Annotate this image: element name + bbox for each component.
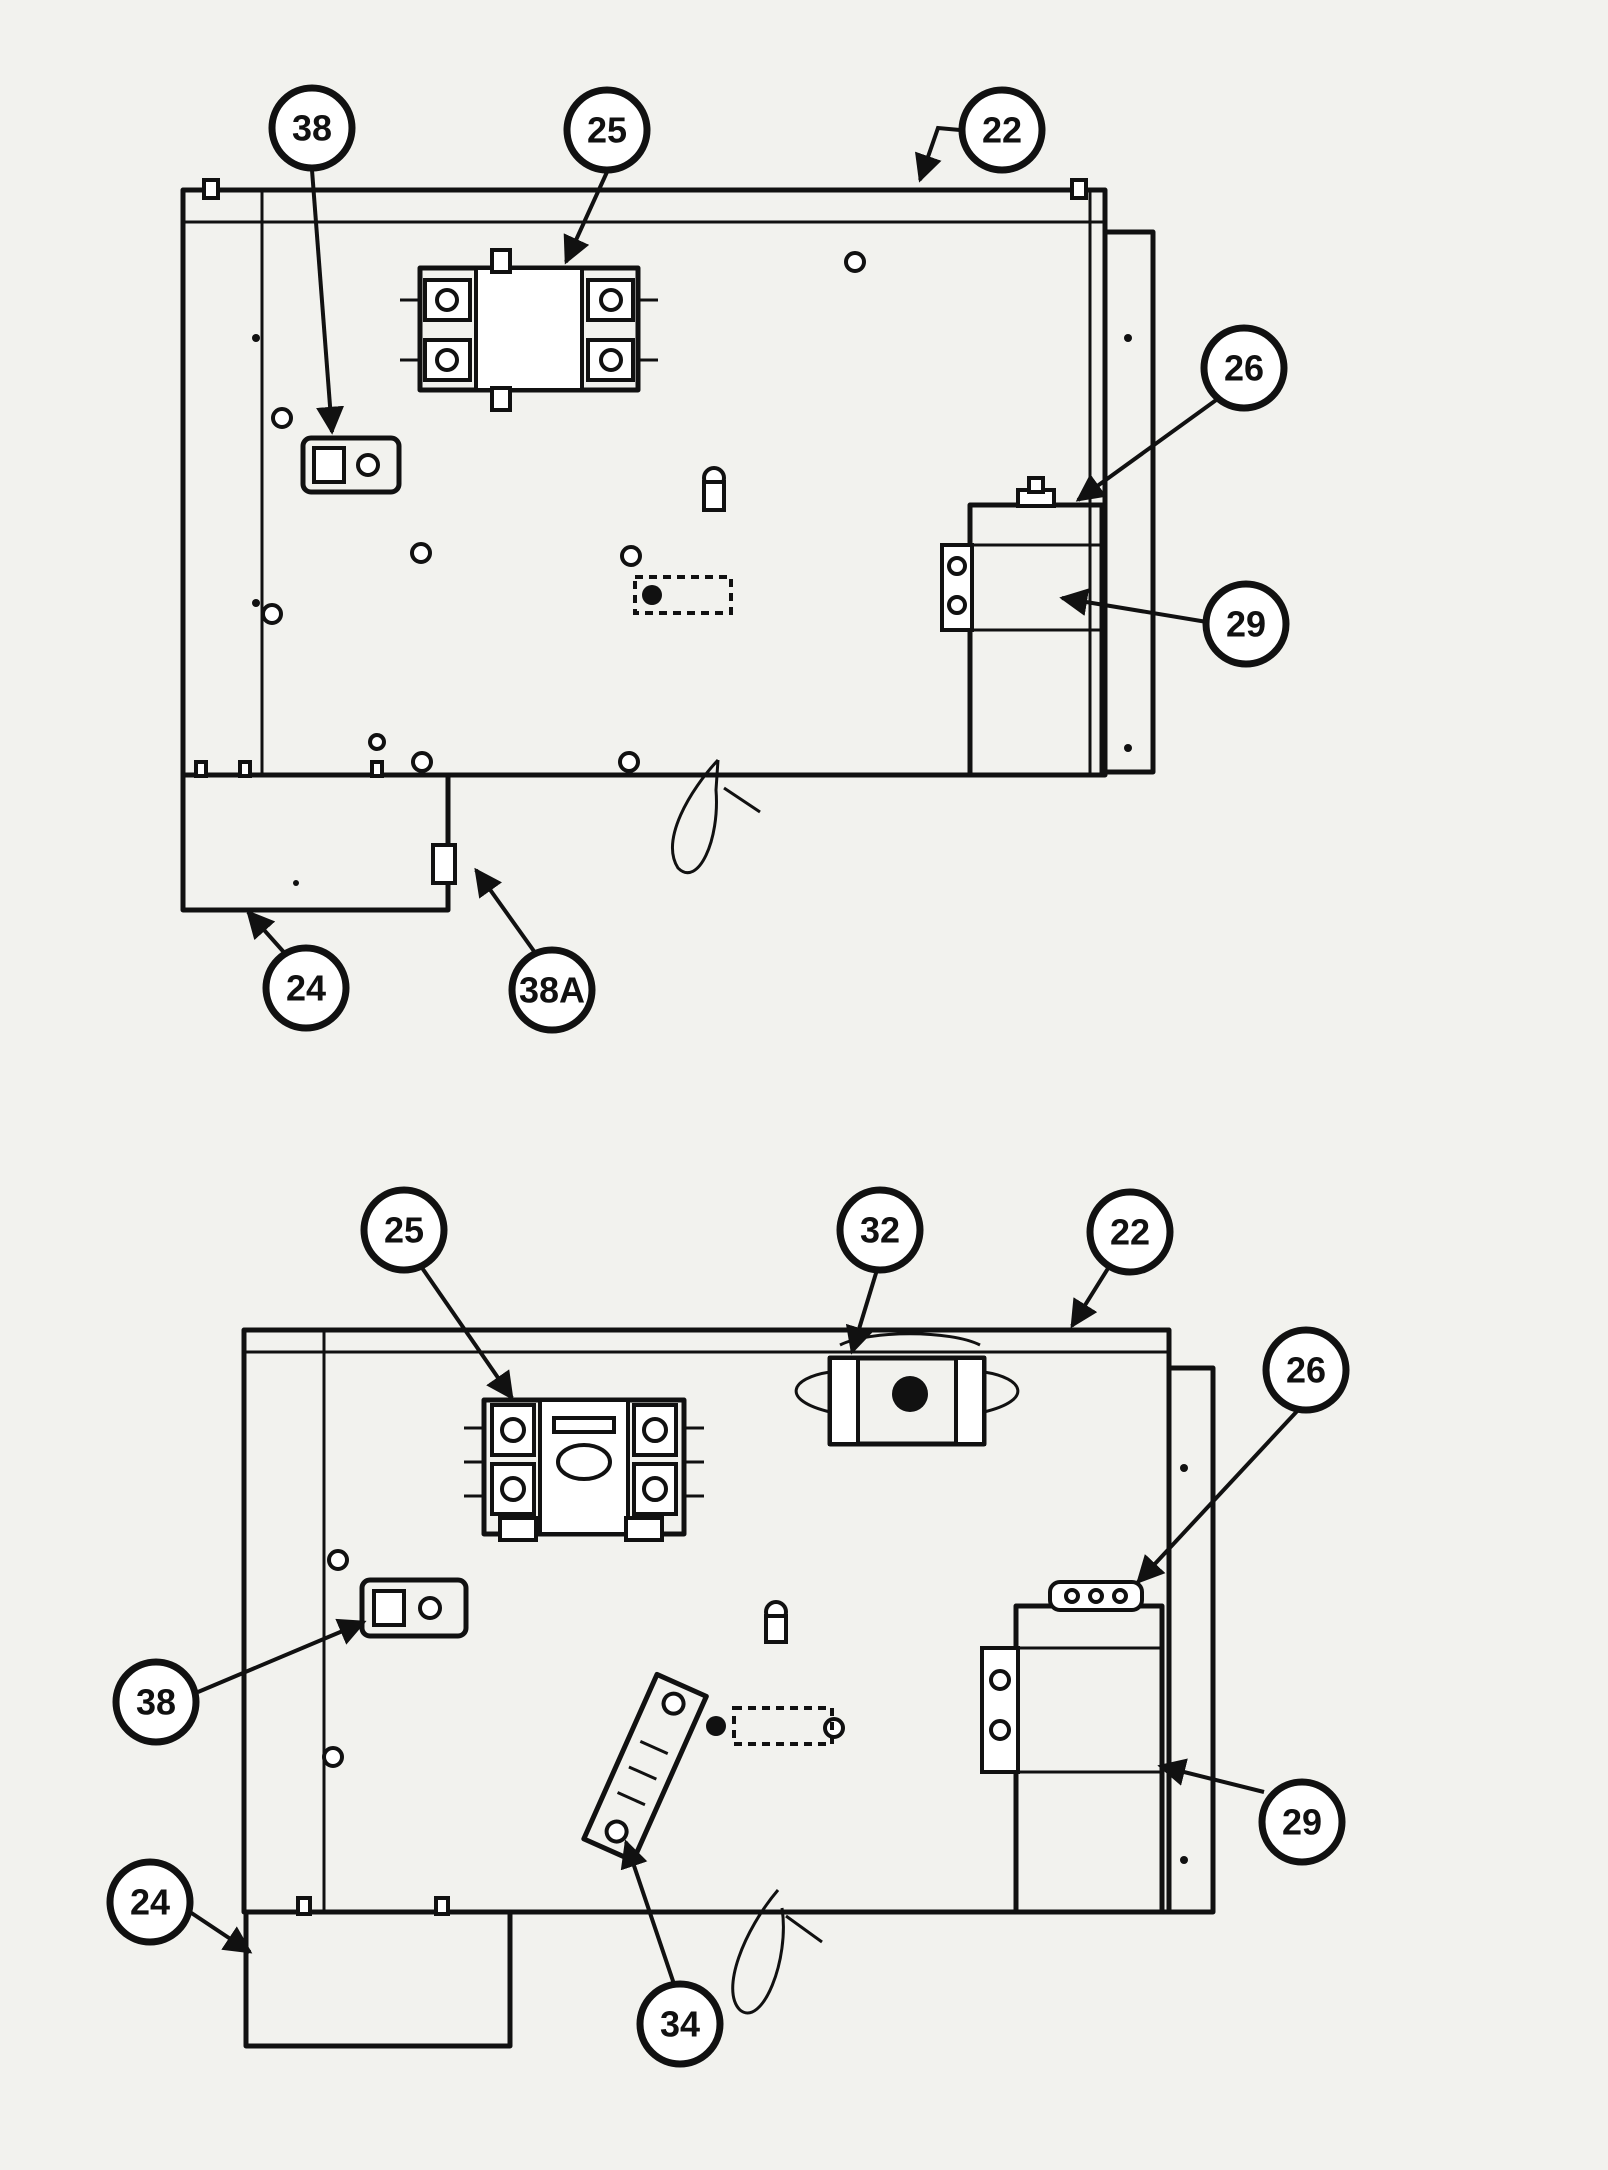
svg-text:29: 29 — [1282, 1802, 1322, 1843]
top-dashed-component — [633, 575, 733, 615]
callout-32: 32 — [836, 1186, 924, 1274]
svg-text:26: 26 — [1224, 348, 1264, 389]
svg-text:25: 25 — [587, 110, 627, 151]
svg-text:26: 26 — [1286, 1350, 1326, 1391]
top-transformer-26 — [940, 476, 1105, 778]
top-panel-22 — [180, 178, 1156, 778]
callout-29: 29 — [1202, 580, 1290, 668]
callout-24: 24 — [262, 944, 350, 1032]
callout-38: 38 — [268, 84, 356, 172]
top-view: 38 25 22 26 29 24 38A — [180, 84, 1290, 1034]
svg-text:38: 38 — [136, 1682, 176, 1723]
bottom-relay-32 — [794, 1332, 1020, 1447]
bottom-contactor-25 — [464, 1397, 704, 1542]
svg-text:24: 24 — [286, 968, 326, 1009]
top-box-24 — [180, 760, 457, 913]
callout-25: 25 — [360, 1186, 448, 1274]
bottom-wire-loop — [731, 1889, 785, 2015]
svg-text:24: 24 — [130, 1882, 170, 1923]
svg-text:22: 22 — [1110, 1212, 1150, 1253]
svg-text:38A: 38A — [519, 970, 585, 1011]
callout-26: 26 — [1262, 1326, 1350, 1414]
callout-22: 22 — [958, 86, 1046, 174]
callout-22: 22 — [1086, 1188, 1174, 1276]
bottom-terminal-strip-34 — [581, 1671, 709, 1864]
callout-29: 29 — [1258, 1778, 1346, 1866]
bottom-transformer-26 — [980, 1580, 1165, 1915]
bottom-connector-38 — [359, 1577, 469, 1639]
top-contactor-25 — [400, 248, 658, 412]
svg-text:38: 38 — [292, 108, 332, 149]
bottom-panel-22 — [241, 1327, 1216, 1915]
svg-text:22: 22 — [982, 110, 1022, 151]
callout-34: 34 — [636, 1980, 724, 2068]
callout-26: 26 — [1200, 324, 1288, 412]
svg-text:29: 29 — [1226, 604, 1266, 645]
top-wire-loop — [671, 758, 720, 875]
callout-25: 25 — [563, 86, 651, 174]
bottom-box-24 — [243, 1896, 513, 2049]
top-connector-38 — [300, 435, 402, 495]
callout-38a: 38A — [508, 946, 596, 1034]
svg-text:25: 25 — [384, 1210, 424, 1251]
bottom-dashed-component — [706, 1706, 834, 1746]
svg-text:32: 32 — [860, 1210, 900, 1251]
callout-24: 24 — [106, 1858, 194, 1946]
svg-text:34: 34 — [660, 2004, 700, 2045]
callout-38: 38 — [112, 1658, 200, 1746]
bottom-view: 25 32 22 26 38 29 24 34 — [106, 1186, 1350, 2068]
